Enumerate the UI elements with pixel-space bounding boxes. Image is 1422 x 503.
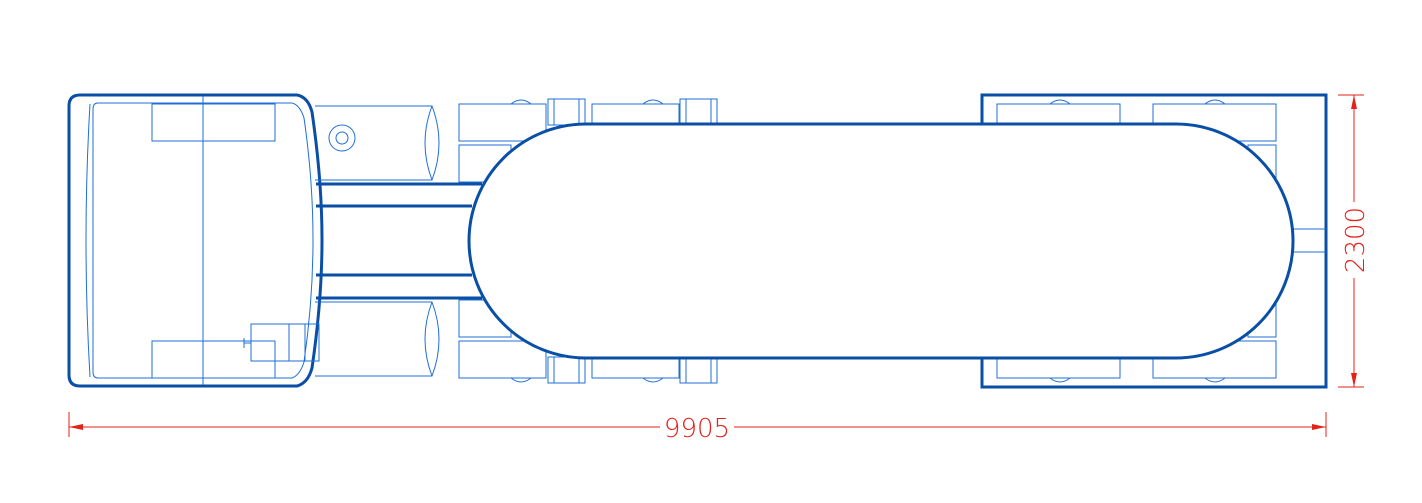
filler-cap-icon [328,124,356,152]
length-dimension-label: 9905 [664,414,730,444]
cab-bottom-panel [151,340,276,379]
cab-inner-outline [92,102,314,379]
arrow-right-icon [1312,424,1326,430]
dimension-length: 9905 [68,412,1327,444]
cab [67,93,324,388]
cab-outline [67,93,324,388]
fuel-tank-bottom [315,301,440,377]
chassis-frame [316,182,482,300]
cab-top-panel [151,103,276,142]
dimension-width: 2300 [1338,94,1371,388]
arrow-up-icon [1351,95,1357,109]
arrow-left-icon [69,424,83,430]
cab-step-box [243,323,320,362]
windshield-line [85,103,91,378]
width-dimension-label: 2300 [1341,207,1371,273]
tank-body [467,122,1295,360]
tank-outline [467,122,1295,360]
fuel-tank-top [315,105,440,181]
arrow-down-icon [1351,373,1357,387]
